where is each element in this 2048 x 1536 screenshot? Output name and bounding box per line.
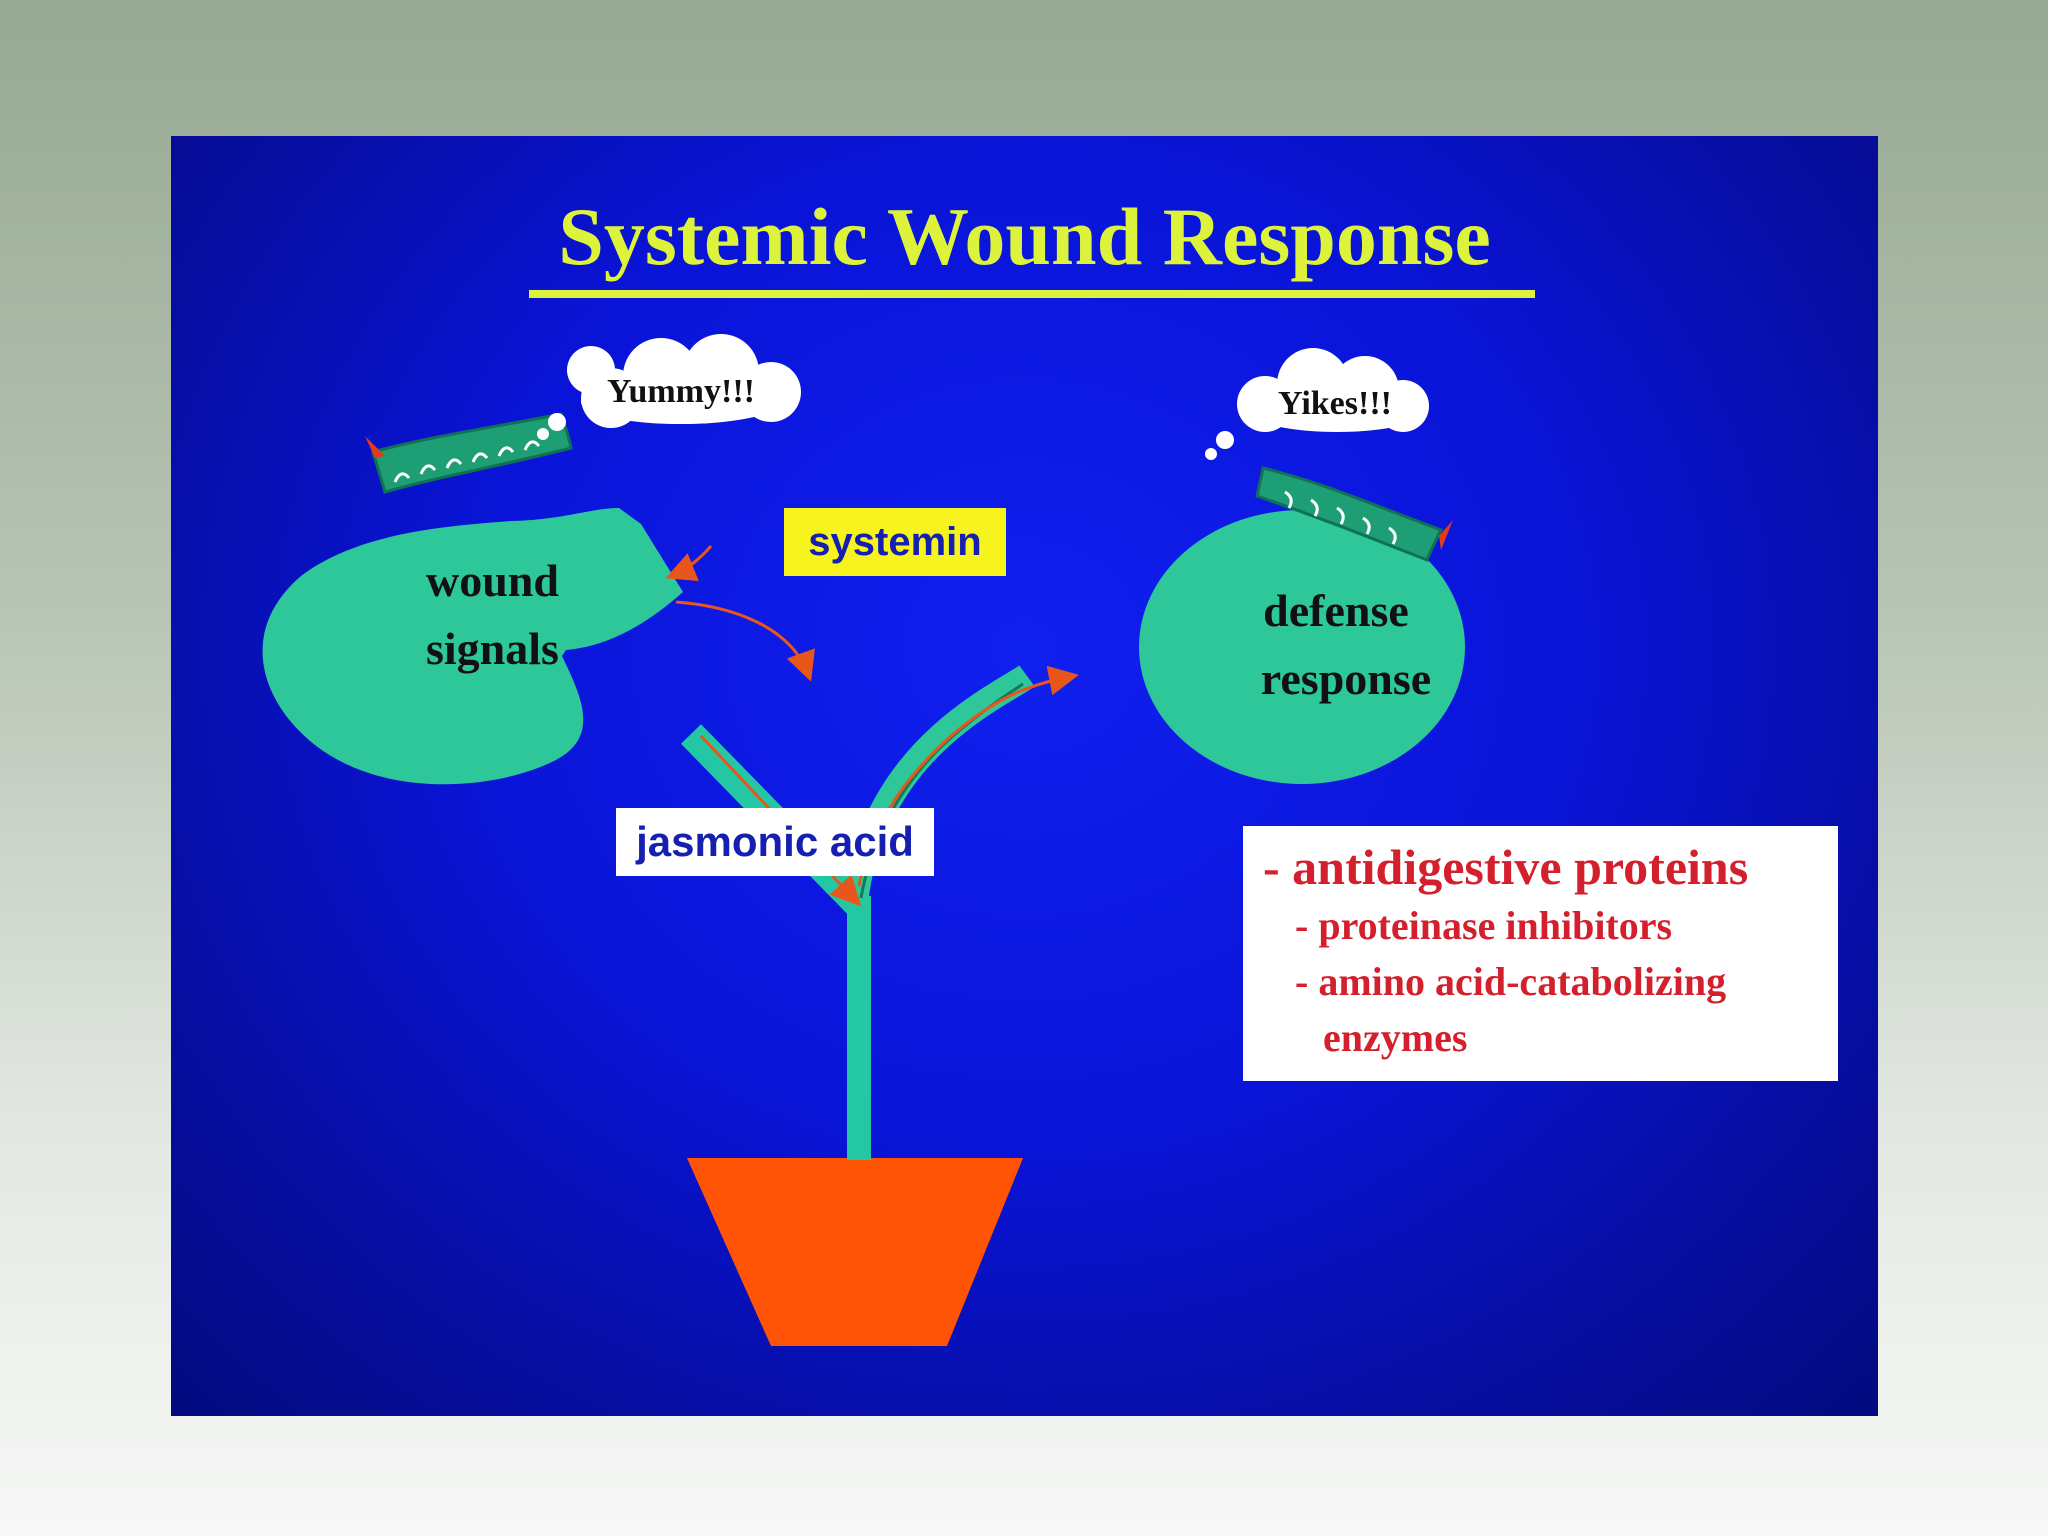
leaf-left bbox=[262, 508, 683, 785]
main-stem bbox=[847, 896, 871, 1160]
defense-list-item: - proteinase inhibitors bbox=[1263, 898, 1818, 954]
defense-list-heading: - antidigestive proteins bbox=[1263, 839, 1749, 895]
leaf-right bbox=[1139, 510, 1465, 784]
slide: Systemic Wound Response bbox=[171, 136, 1878, 1416]
leaf-left-line1: wound bbox=[426, 555, 559, 606]
defense-item-continuation: enzymes bbox=[1323, 1015, 1468, 1060]
leaf-left-line2: signals bbox=[426, 623, 559, 674]
caterpillar-icon bbox=[365, 412, 573, 494]
arrow-within-leaf bbox=[675, 600, 815, 682]
defense-item-text: - amino acid-catabolizing bbox=[1295, 959, 1727, 1004]
leaf-right-line1: defense bbox=[1263, 585, 1409, 636]
thought-cloud-icon: Yummy!!! bbox=[537, 334, 801, 440]
systemin-label: systemin bbox=[784, 508, 1006, 576]
arrow-systemin-to-leaf bbox=[665, 545, 713, 582]
defense-list: - antidigestive proteins - proteinase in… bbox=[1243, 826, 1838, 1081]
title-underline bbox=[529, 290, 1535, 298]
flower-pot-icon bbox=[687, 1158, 1023, 1346]
slide-title: Systemic Wound Response bbox=[558, 191, 1491, 282]
caterpillar-icon bbox=[1255, 466, 1453, 562]
defense-item-text: - proteinase inhibitors bbox=[1295, 903, 1673, 948]
plant-diagram: Yummy!!! Yikes!!! wound signals defense … bbox=[262, 334, 1465, 1346]
leaf-right-line2: response bbox=[1261, 653, 1431, 704]
thought-left-text: Yummy!!! bbox=[607, 373, 755, 410]
thought-right-text: Yikes!!! bbox=[1278, 385, 1392, 422]
thought-cloud-icon: Yikes!!! bbox=[1205, 348, 1429, 460]
defense-list-item: - amino acid-catabolizing enzymes bbox=[1263, 954, 1818, 1066]
jasmonic-acid-label: jasmonic acid bbox=[616, 808, 934, 876]
